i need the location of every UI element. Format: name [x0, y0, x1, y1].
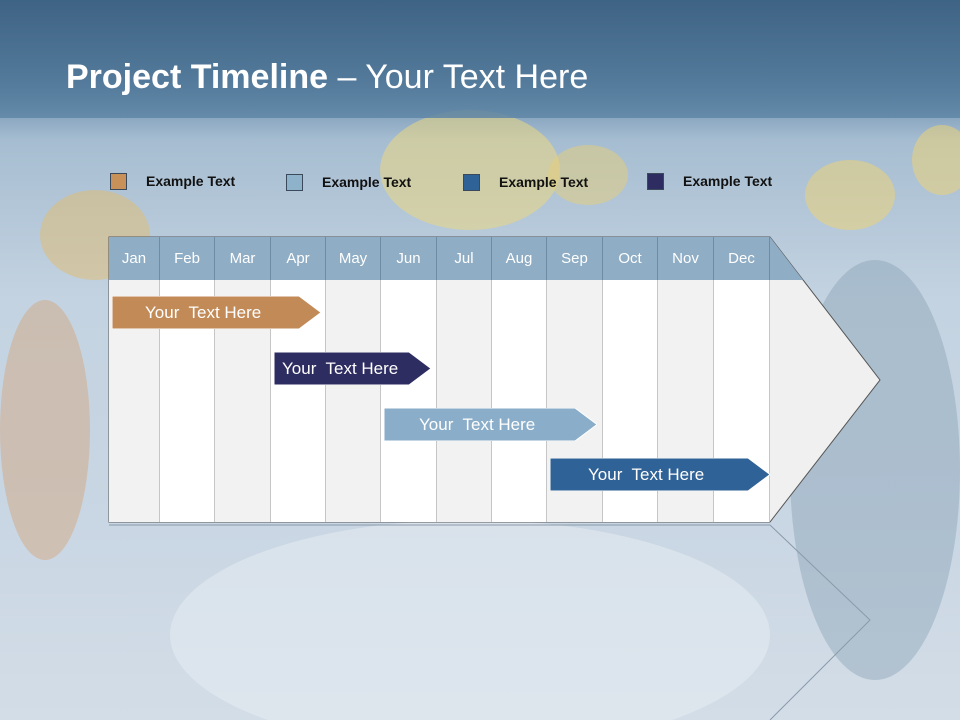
task-bar[interactable]: Your Text Here	[384, 408, 597, 441]
month-column	[492, 280, 547, 522]
month-header-sep: Sep	[547, 237, 603, 280]
month-header-feb: Feb	[160, 237, 215, 280]
month-header-aug: Aug	[492, 237, 547, 280]
title-rest: – Your Text Here	[328, 58, 589, 96]
task-bar-label: Your Text Here	[145, 302, 262, 322]
month-header-jul: Jul	[437, 237, 492, 280]
title-bold: Project Timeline	[66, 58, 329, 96]
legend-swatch	[463, 173, 480, 191]
legend-label: Example Text	[322, 174, 412, 190]
month-header-jan: Jan	[109, 237, 160, 280]
month-header-mar: Mar	[215, 237, 271, 280]
task-bar-shape	[550, 458, 770, 491]
legend-item: Example Text	[647, 171, 772, 191]
month-column	[437, 280, 492, 522]
month-header-oct: Oct	[603, 237, 658, 280]
task-bar-label: Your Text Here	[282, 358, 399, 378]
month-header-may: May	[326, 237, 381, 280]
legend-label: Example Text	[146, 173, 236, 189]
legend-item: Example Text	[110, 171, 235, 191]
legend-swatch	[647, 172, 664, 190]
task-bar-label: Your Text Here	[588, 464, 705, 484]
month-header-jun: Jun	[381, 237, 437, 280]
task-bar-shape	[384, 408, 597, 441]
legend-item: Example Text	[286, 172, 411, 192]
header-band	[0, 0, 960, 118]
task-bar-shape	[112, 296, 321, 329]
month-header-nov: Nov	[658, 237, 714, 280]
slide-title: Project Timeline – Your Text Here	[66, 58, 588, 97]
month-header-dec: Dec	[714, 237, 770, 280]
task-bar-shape	[274, 352, 431, 385]
legend-swatch	[286, 173, 303, 191]
legend-swatch	[110, 172, 127, 190]
legend-label: Example Text	[499, 174, 589, 190]
month-column	[326, 280, 381, 522]
task-bar-label: Your Text Here	[419, 414, 536, 434]
task-bar[interactable]: Your Text Here	[550, 458, 770, 491]
legend-label: Example Text	[683, 173, 773, 189]
task-bar[interactable]: Your Text Here	[274, 352, 431, 385]
legend-item: Example Text	[463, 172, 588, 192]
month-header-apr: Apr	[271, 237, 326, 280]
task-bar[interactable]: Your Text Here	[112, 296, 321, 329]
month-column	[381, 280, 437, 522]
